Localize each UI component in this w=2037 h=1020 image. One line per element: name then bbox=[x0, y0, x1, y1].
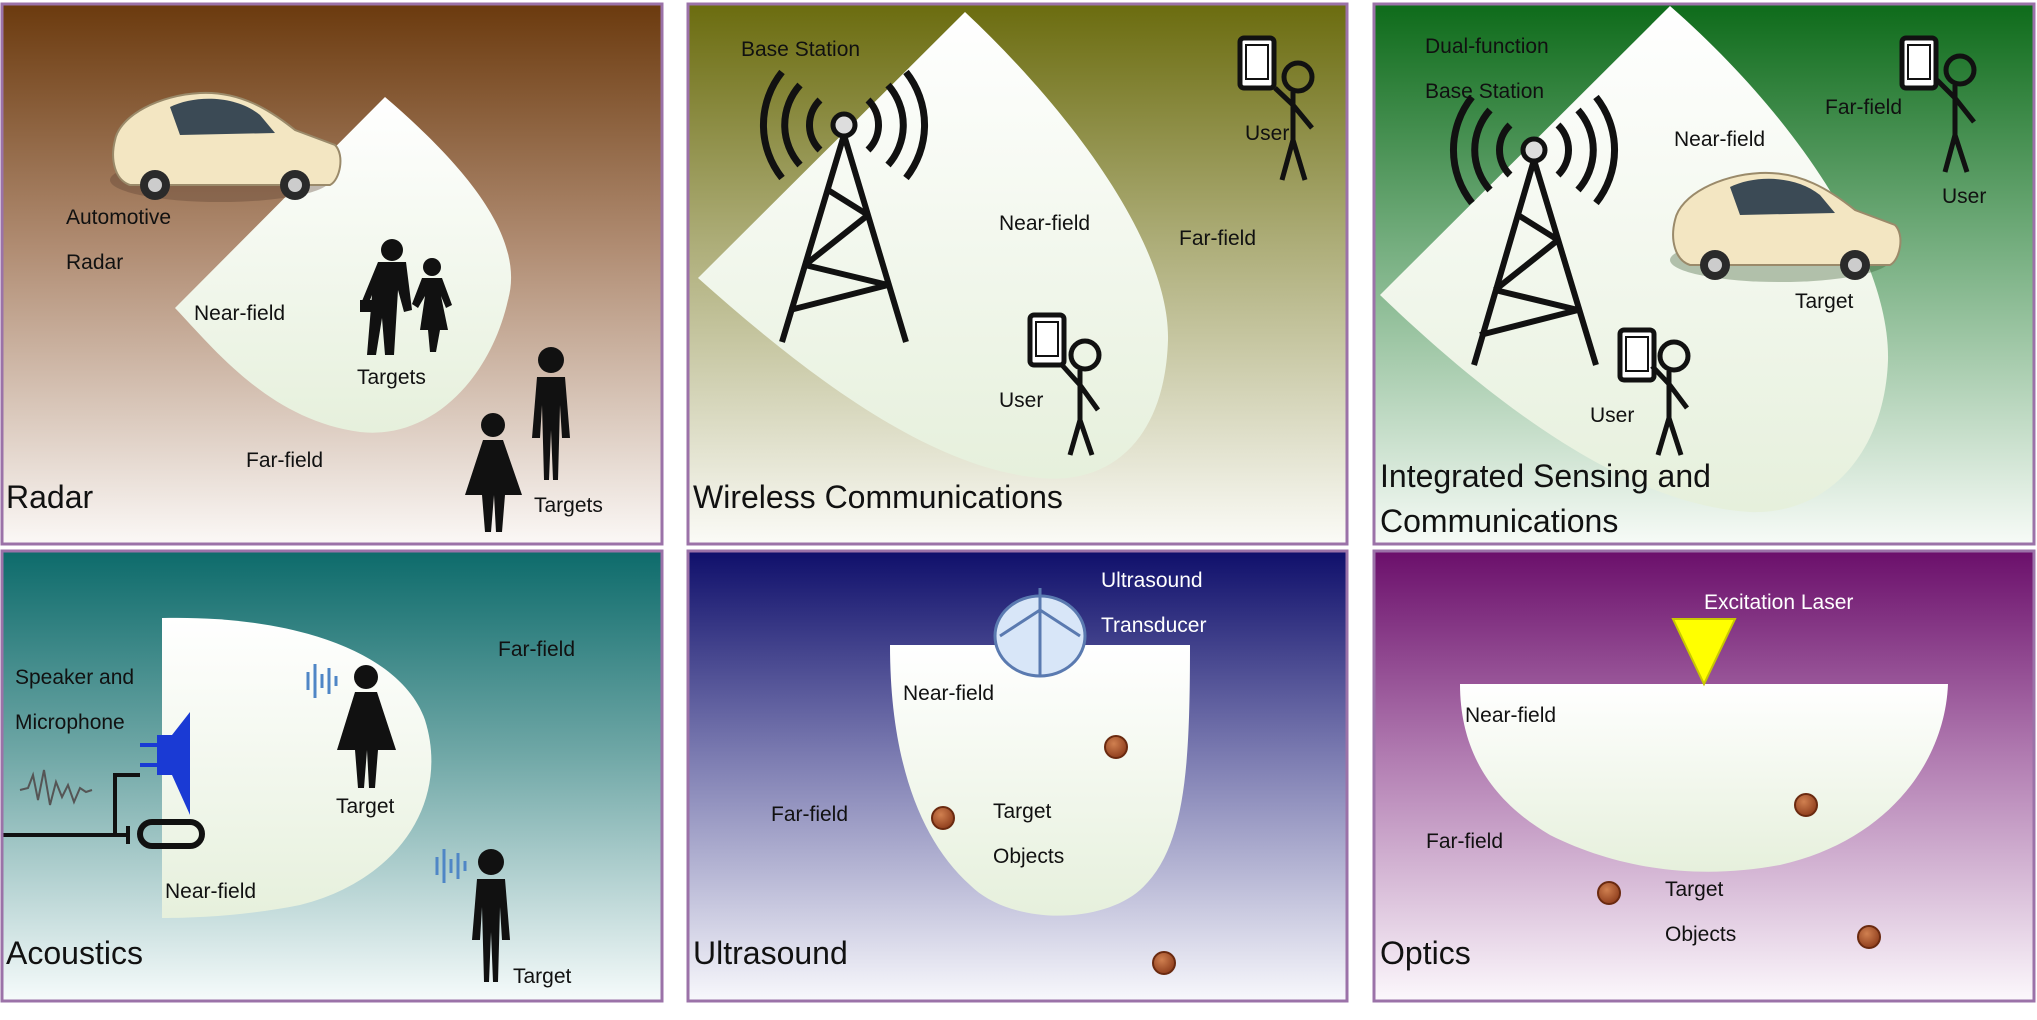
woman-icon bbox=[465, 413, 522, 532]
base-station-tower-icon bbox=[760, 69, 928, 343]
target-object-dot bbox=[1597, 881, 1621, 905]
radar-targets-label-2: Targets bbox=[534, 494, 603, 517]
radar-radar-label: Radar bbox=[66, 251, 123, 274]
isac-user-far-label: User bbox=[1942, 185, 1986, 208]
wireless-base-station-label: Base Station bbox=[741, 38, 860, 61]
ultrasound-ultrasound-label: Ultrasound bbox=[1101, 569, 1203, 592]
optics-far-field-label: Far-field bbox=[1426, 830, 1503, 853]
acoustics-target-label-2: Target bbox=[513, 965, 572, 988]
ultrasound-transducer-label: Transducer bbox=[1101, 614, 1206, 637]
ultrasound-far-field-label: Far-field bbox=[771, 803, 848, 826]
panel-ultrasound-border bbox=[686, 549, 1349, 1003]
optics-panel-title: Optics bbox=[1380, 935, 1471, 971]
panel-radar: Automotive Radar Near-field Targets Far-… bbox=[0, 2, 664, 546]
panel-optics: Excitation Laser Near-field Far-field Ta… bbox=[1372, 549, 2036, 1003]
ultrasound-near-field-label: Near-field bbox=[903, 682, 994, 705]
radar-panel-title: Radar bbox=[6, 479, 94, 515]
speaker-icon bbox=[140, 712, 190, 815]
panel-acoustics-border bbox=[0, 549, 664, 1003]
isac-target-label: Target bbox=[1795, 290, 1854, 313]
optics-objects-label: Objects bbox=[1665, 923, 1736, 946]
sound-wave-icon bbox=[306, 664, 338, 698]
ultrasound-target-label: Target bbox=[993, 800, 1052, 823]
panel-isac-border bbox=[1372, 2, 2036, 546]
wireless-near-field-label: Near-field bbox=[999, 212, 1090, 235]
acoustics-microphone-label: Microphone bbox=[15, 711, 125, 734]
ultrasound-near-field-region bbox=[890, 645, 1190, 916]
dual-function-tower-icon bbox=[1450, 94, 1618, 366]
target-car-icon bbox=[1670, 171, 1902, 282]
ultrasound-objects-label: Objects bbox=[993, 845, 1064, 868]
isac-near-field-label: Near-field bbox=[1674, 128, 1765, 151]
acoustics-near-field-label: Near-field bbox=[165, 880, 256, 903]
panel-wireless: Base Station User Near-field Far-field U… bbox=[686, 2, 1349, 546]
wireless-panel-title: Wireless Communications bbox=[693, 479, 1063, 515]
panel-optics-border bbox=[1372, 549, 2036, 1003]
man-target-icon bbox=[472, 849, 510, 982]
radar-near-field-region bbox=[175, 97, 512, 433]
radar-automotive-label: Automotive bbox=[66, 206, 171, 229]
isac-panel-title-line1: Integrated Sensing and bbox=[1380, 458, 1711, 494]
radar-far-field-label: Far-field bbox=[246, 449, 323, 472]
acoustics-panel-title: Acoustics bbox=[6, 935, 143, 971]
optics-near-field-label: Near-field bbox=[1465, 704, 1556, 727]
microphone-icon bbox=[2, 773, 205, 849]
excitation-laser-icon bbox=[1671, 618, 1737, 687]
panel-radar-border bbox=[0, 2, 664, 546]
panel-wireless-border bbox=[686, 2, 1349, 546]
wireless-user-near-label: User bbox=[999, 389, 1043, 412]
isac-base-station-label: Base Station bbox=[1425, 80, 1544, 103]
acoustics-speaker-label: Speaker and bbox=[15, 666, 134, 689]
transducer-icon bbox=[993, 588, 1087, 678]
panel-ultrasound: Ultrasound Transducer Near-field Far-fie… bbox=[686, 549, 1349, 1003]
optics-excitation-laser-label: Excitation Laser bbox=[1704, 591, 1853, 614]
acoustics-target-label-1: Target bbox=[336, 795, 395, 818]
wireless-user-far-label: User bbox=[1245, 122, 1289, 145]
woman-target-icon bbox=[337, 665, 396, 788]
acoustics-far-field-label: Far-field bbox=[498, 638, 575, 661]
man-icon bbox=[532, 347, 570, 480]
target-object-dot bbox=[1794, 793, 1818, 817]
target-object-dot bbox=[931, 806, 955, 830]
panel-isac: Dual-function Base Station Far-field Nea… bbox=[1372, 2, 2036, 546]
optics-target-label: Target bbox=[1665, 878, 1724, 901]
isac-dual-function-label: Dual-function bbox=[1425, 35, 1549, 58]
sound-waveform-icon bbox=[19, 769, 93, 806]
user-far-icon bbox=[1237, 35, 1315, 181]
isac-user-near-label: User bbox=[1590, 404, 1634, 427]
isac-panel-title-line2: Communications bbox=[1380, 503, 1618, 539]
target-object-dot bbox=[1152, 951, 1176, 975]
user-near-icon bbox=[1027, 312, 1102, 456]
target-object-dot bbox=[1104, 735, 1128, 759]
ultrasound-panel-title: Ultrasound bbox=[693, 935, 848, 971]
radar-targets-label-1: Targets bbox=[357, 366, 426, 389]
optics-near-field-region bbox=[1460, 684, 1948, 872]
target-object-dot bbox=[1857, 925, 1881, 949]
car-icon bbox=[110, 91, 342, 202]
radar-near-field-label: Near-field bbox=[194, 302, 285, 325]
sound-wave-icon bbox=[435, 849, 467, 883]
isac-user-far-icon bbox=[1899, 35, 1977, 173]
isac-near-field-region bbox=[1380, 6, 1889, 513]
walking-people-icon bbox=[360, 239, 452, 355]
wireless-far-field-label: Far-field bbox=[1179, 227, 1256, 250]
panel-acoustics: Far-field Speaker and Microphone Target … bbox=[0, 549, 664, 1003]
isac-far-field-label: Far-field bbox=[1825, 96, 1902, 119]
isac-user-near-icon bbox=[1617, 327, 1691, 456]
